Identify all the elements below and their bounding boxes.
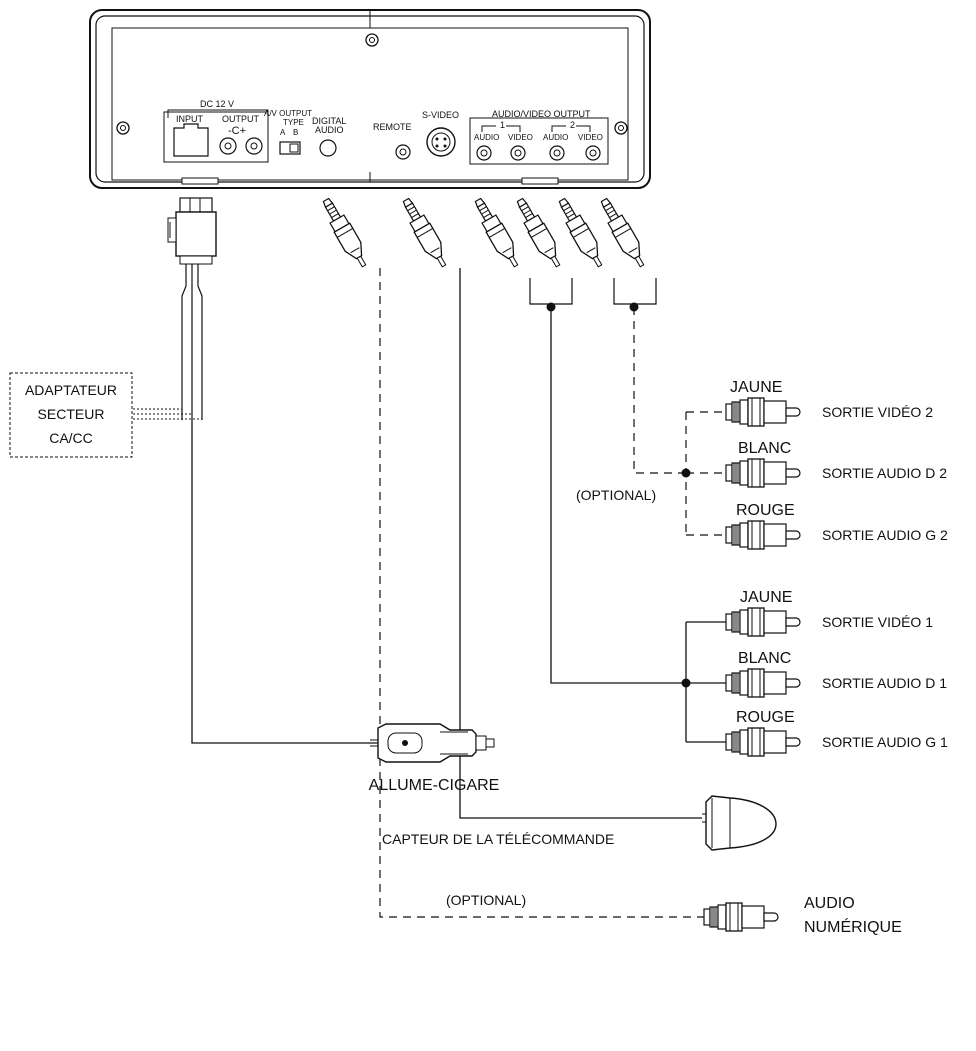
- allume-cigare-label: ALLUME-CIGARE: [369, 777, 500, 794]
- group-2-label: 2: [570, 120, 575, 130]
- power-cable: [181, 264, 203, 420]
- dc-output-jack-1: [219, 137, 237, 155]
- audio-label: AUDIO: [315, 125, 344, 135]
- capteur-label: CAPTEUR DE LA TÉLÉCOMMANDE: [382, 831, 614, 847]
- svideo-jack: [426, 127, 456, 157]
- set2-video-plug: [725, 397, 801, 427]
- av2-audio-jack: [549, 145, 565, 161]
- remote-plug: [397, 194, 453, 271]
- set1-audio-d-plug: [725, 668, 801, 698]
- set2-audio-d-plug: [725, 458, 801, 488]
- adapter-line-2: SECTEUR: [38, 406, 105, 422]
- cigarette-lighter-plug: [370, 723, 495, 763]
- digital-audio-rca-plug: [703, 902, 779, 932]
- set2-rouge-label: ROUGE: [736, 502, 795, 519]
- screw-right: [614, 121, 628, 135]
- set1-audio-d-label: SORTIE AUDIO D 1: [822, 675, 947, 691]
- polarity-symbol: -C+: [228, 125, 246, 137]
- digital-audio-jack: [319, 139, 337, 157]
- set2-blanc-label: BLANC: [738, 440, 791, 457]
- adapter-line-3: CA/CC: [49, 430, 93, 446]
- av2-cable: [633, 307, 686, 474]
- set2-jaune-label: JAUNE: [730, 379, 782, 396]
- type-b-label: B: [293, 128, 298, 137]
- av1-video-jack: [510, 145, 526, 161]
- dvd-player-rear-panel: DC 12 V INPUT OUTPUT -C+ A/V OUTPUT TYPE…: [89, 9, 651, 189]
- screw-left: [116, 121, 130, 135]
- set1-rouge-label: ROUGE: [736, 709, 795, 726]
- type-a-label: A: [280, 128, 286, 137]
- set1-video-label: SORTIE VIDÉO 1: [822, 614, 933, 630]
- dc-input-socket: [173, 123, 209, 157]
- set2-audio-d-label: SORTIE AUDIO D 2: [822, 465, 947, 481]
- av-output-type-label: A/V OUTPUT: [264, 109, 312, 118]
- svideo-label: S-VIDEO: [422, 110, 459, 120]
- av-output-label: AUDIO/VIDEO OUTPUT: [492, 109, 591, 119]
- set1-jaune-label: JAUNE: [740, 589, 792, 606]
- digital-audio-cable: [379, 268, 704, 918]
- set1-audio-g-label: SORTIE AUDIO G 1: [822, 734, 948, 750]
- remote-label: REMOTE: [373, 122, 412, 132]
- remote-jack: [395, 144, 411, 160]
- audio-numerique-line-2: NUMÉRIQUE: [804, 917, 902, 936]
- type-label: TYPE: [283, 118, 304, 127]
- adapter-box: [9, 372, 133, 458]
- av1-plug-right: [511, 194, 567, 271]
- av1-video-label: VIDEO: [508, 133, 533, 142]
- group-1-label: 1: [500, 120, 505, 130]
- adapter-line-1: ADAPTATEUR: [25, 382, 117, 398]
- set1-audio-g-plug: [725, 727, 801, 757]
- dc12v-label: DC 12 V: [200, 99, 234, 109]
- optional-label-1: (OPTIONAL): [576, 487, 656, 503]
- av1-plug-left: [469, 194, 525, 271]
- av2-plug-left: [553, 194, 609, 271]
- av2-video-jack: [585, 145, 601, 161]
- audio-numerique-line-1: AUDIO: [804, 895, 855, 912]
- av1-audio-jack: [476, 145, 492, 161]
- adapter-link: [133, 408, 202, 420]
- av2-audio-label: AUDIO: [543, 133, 568, 142]
- power-connector: [167, 197, 217, 265]
- av1-cable: [550, 307, 686, 684]
- av1-audio-label: AUDIO: [474, 133, 499, 142]
- digital-audio-plug: [317, 194, 373, 271]
- av2-video-label: VIDEO: [578, 133, 603, 142]
- input-label: INPUT: [176, 114, 204, 124]
- output-label: OUTPUT: [222, 114, 260, 124]
- digital-label: DIGITAL: [312, 116, 346, 126]
- set2-video-label: SORTIE VIDÉO 2: [822, 404, 933, 420]
- set1-blanc-label: BLANC: [738, 650, 791, 667]
- optional-label-2: (OPTIONAL): [446, 892, 526, 908]
- screw-top: [365, 33, 379, 47]
- dc-output-jack-2: [245, 137, 263, 155]
- set2-audio-g-plug: [725, 520, 801, 550]
- av2-plug-right: [595, 194, 651, 271]
- remote-cable: [459, 268, 702, 819]
- set2-audio-g-label: SORTIE AUDIO G 2: [822, 527, 948, 543]
- remote-sensor: [702, 795, 777, 851]
- set1-video-plug: [725, 607, 801, 637]
